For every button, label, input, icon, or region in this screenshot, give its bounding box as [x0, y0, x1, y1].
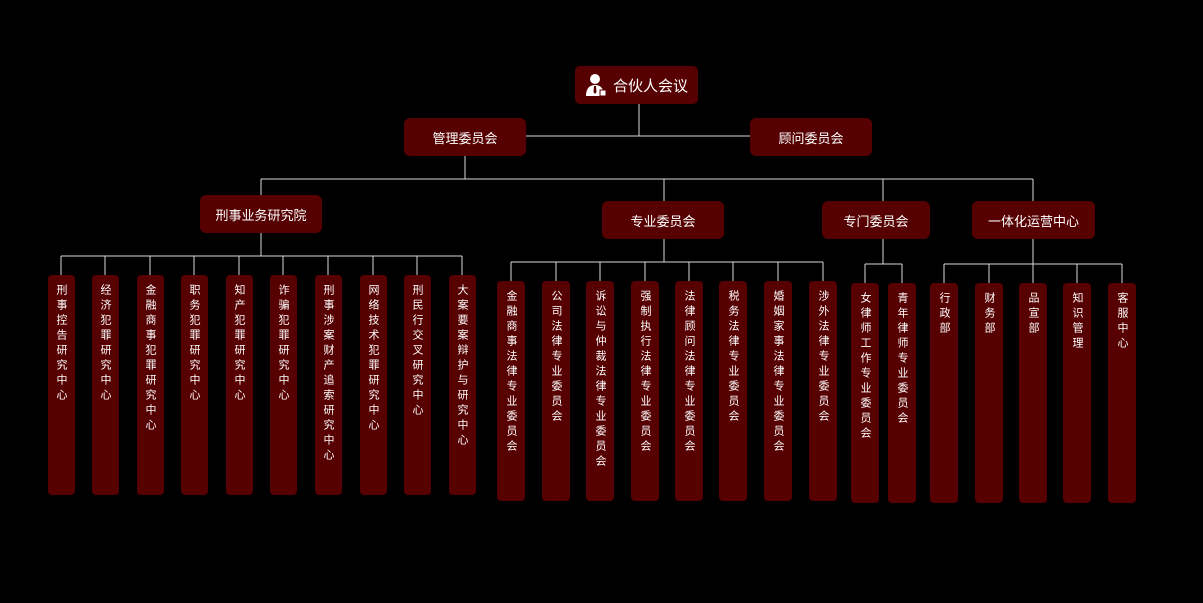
leaf-label: 青年律师专业委员会	[896, 292, 909, 427]
node-management-committee[interactable]: 管理委员会	[404, 118, 526, 156]
leaf-label: 涉外法律专业委员会	[817, 290, 830, 425]
node-professional-committee[interactable]: 专业委员会	[602, 201, 724, 239]
leaf-label: 女律师工作专业委员会	[859, 292, 872, 442]
node-label: 刑事业务研究院	[215, 208, 307, 224]
leaf-criminal-research-institute-5[interactable]: 知产犯罪研究中心	[225, 275, 253, 495]
node-criminal-research-institute[interactable]: 刑事业务研究院	[200, 195, 322, 233]
node-integrated-operations-center[interactable]: 一体化运营中心	[972, 201, 1095, 239]
node-label: 顾问委员会	[778, 131, 844, 147]
leaf-label: 刑事控告研究中心	[55, 284, 68, 404]
node-label: 一体化运营中心	[987, 214, 1079, 230]
leaf-label: 诉讼与仲裁法律专业委员会	[594, 290, 607, 470]
node-label: 专业委员会	[630, 214, 696, 230]
leaf-label: 网络技术犯罪研究中心	[367, 284, 380, 434]
leaf-special-committee-1[interactable]: 女律师工作专业委员会	[851, 283, 879, 503]
leaf-professional-committee-4[interactable]: 强制执行法律专业委员会	[631, 281, 659, 501]
leaf-label: 知产犯罪研究中心	[233, 284, 246, 404]
leaf-label: 强制执行法律专业委员会	[639, 290, 652, 455]
leaf-label: 大案要案辩护与研究中心	[456, 284, 469, 449]
leaf-label: 品宣部	[1027, 292, 1040, 337]
leaf-label: 刑民行交叉研究中心	[411, 284, 424, 419]
leaf-label: 法律顾问法律专业委员会	[683, 290, 696, 455]
leaf-integrated-operations-center-3[interactable]: 品宣部	[1019, 283, 1047, 503]
leaf-label: 客服中心	[1116, 292, 1129, 352]
leaf-label: 刑事涉案财产追索研究中心	[322, 284, 335, 464]
leaf-label: 职务犯罪研究中心	[188, 284, 201, 404]
leaf-label: 经济犯罪研究中心	[99, 284, 112, 404]
leaf-professional-committee-6[interactable]: 税务法律专业委员会	[719, 281, 747, 501]
leaf-label: 诈骗犯罪研究中心	[277, 284, 290, 404]
leaf-professional-committee-2[interactable]: 公司法律专业委员会	[542, 281, 570, 501]
node-label: 专门委员会	[843, 214, 909, 230]
leaf-professional-committee-8[interactable]: 涉外法律专业委员会	[809, 281, 837, 501]
leaf-criminal-research-institute-1[interactable]: 刑事控告研究中心	[47, 275, 75, 495]
root-node-label: 合伙人会议	[612, 76, 688, 95]
leaf-label: 财务部	[983, 292, 996, 337]
leaf-label: 金融商事法律专业委员会	[505, 290, 518, 455]
node-label: 管理委员会	[432, 131, 498, 147]
leaf-criminal-research-institute-8[interactable]: 网络技术犯罪研究中心	[359, 275, 387, 495]
leaf-integrated-operations-center-4[interactable]: 知识管理	[1063, 283, 1091, 503]
leaf-professional-committee-5[interactable]: 法律顾问法律专业委员会	[675, 281, 703, 501]
leaf-special-committee-2[interactable]: 青年律师专业委员会	[888, 283, 916, 503]
leaf-label: 行政部	[938, 292, 951, 337]
user-tie-icon	[585, 74, 607, 97]
node-advisory-committee[interactable]: 顾问委员会	[750, 118, 872, 156]
leaf-criminal-research-institute-7[interactable]: 刑事涉案财产追索研究中心	[314, 275, 342, 495]
leaf-criminal-research-institute-3[interactable]: 金融商事犯罪研究中心	[136, 275, 164, 495]
leaf-integrated-operations-center-2[interactable]: 财务部	[975, 283, 1003, 503]
leaf-criminal-research-institute-6[interactable]: 诈骗犯罪研究中心	[269, 275, 297, 495]
leaf-label: 婚姻家事法律专业委员会	[772, 290, 785, 455]
leaf-professional-committee-7[interactable]: 婚姻家事法律专业委员会	[764, 281, 792, 501]
leaf-professional-committee-3[interactable]: 诉讼与仲裁法律专业委员会	[586, 281, 614, 501]
leaf-label: 金融商事犯罪研究中心	[144, 284, 157, 434]
leaf-criminal-research-institute-4[interactable]: 职务犯罪研究中心	[180, 275, 208, 495]
leaf-criminal-research-institute-10[interactable]: 大案要案辩护与研究中心	[448, 275, 476, 495]
leaf-integrated-operations-center-1[interactable]: 行政部	[930, 283, 958, 503]
leaf-criminal-research-institute-2[interactable]: 经济犯罪研究中心	[91, 275, 119, 495]
leaf-integrated-operations-center-5[interactable]: 客服中心	[1108, 283, 1136, 503]
leaf-label: 公司法律专业委员会	[550, 290, 563, 425]
leaf-criminal-research-institute-9[interactable]: 刑民行交叉研究中心	[403, 275, 431, 495]
leaf-label: 税务法律专业委员会	[727, 290, 740, 425]
leaf-professional-committee-1[interactable]: 金融商事法律专业委员会	[497, 281, 525, 501]
node-special-committee[interactable]: 专门委员会	[822, 201, 930, 239]
root-node-partners-meeting[interactable]: 合伙人会议	[575, 66, 698, 104]
leaf-label: 知识管理	[1071, 292, 1084, 352]
